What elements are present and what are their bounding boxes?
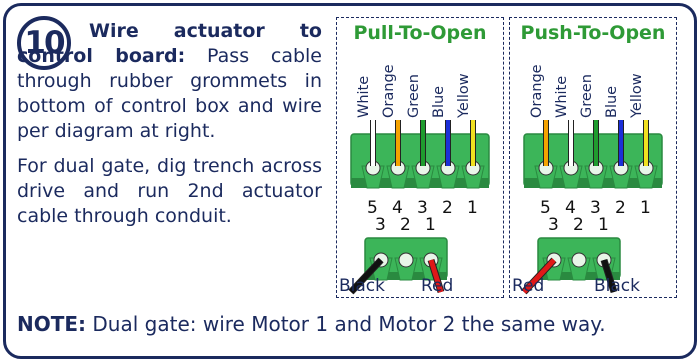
bottom-pin-number: 3 [375,215,386,235]
wire-label: White [356,48,376,118]
step-number-badge: 10 [17,16,71,70]
wire-black [601,259,617,293]
pull-to-open-connector-drawing [348,120,490,295]
top-pin-number: 4 [565,198,576,218]
bottom-wire-label: Black [594,276,640,296]
step-paragraph-2: For dual gate, dig trench across drive a… [17,155,322,227]
terminal-screw [571,252,587,268]
step-body-1: Pass cable through rubber grommets in bo… [17,45,322,142]
wire-red [428,259,444,293]
wire-label: Blue [604,48,624,118]
wire-label-text: Yellow [456,73,472,118]
top-pin-number: 4 [392,198,403,218]
note-text: Dual gate: wire Motor 1 and Motor 2 the … [92,312,606,336]
bottom-pin-number: 1 [598,215,609,235]
wire-label-text: Green [406,74,422,118]
bottom-pin-number: 2 [400,215,411,235]
wire-label: Blue [431,48,451,118]
wire-red [522,258,556,294]
bottom-wire-label: Black [339,276,385,296]
step-paragraph-1: Wire actuator to control board: Pass cab… [17,19,322,144]
bottom-pin-number: 1 [425,215,436,235]
bottom-wire-label: Red [421,276,454,296]
wire-label-text: Green [579,74,595,118]
wire-label: Yellow [456,48,476,118]
wire-label: Green [579,48,599,118]
wire-black [349,258,383,294]
wire-label-text: Yellow [629,73,645,118]
top-pin-number: 5 [540,198,551,218]
wire-label: Orange [529,48,549,118]
top-pin-number: 3 [590,198,601,218]
wire-label-text: Blue [604,85,620,118]
bottom-wire-label: Red [512,276,545,296]
step-text: Wire actuator to control board: Pass cab… [17,19,322,229]
wire-label-text: Blue [431,85,447,118]
pull-to-open-diagram: Pull-To-Open White Orange Green Blue Yellow 5… [336,17,504,298]
wire-label-text: White [554,75,570,118]
wire-label: White [554,48,574,118]
wire-label: Orange [381,48,401,118]
wire-label-text: Orange [381,64,397,118]
top-pin-number: 3 [417,198,428,218]
step-number: 10 [24,25,65,61]
top-pin-number: 5 [367,198,378,218]
wire-label: Yellow [629,48,649,118]
note-label: NOTE: [17,312,87,336]
wire-label-text: White [356,75,372,118]
top-pin-number: 1 [467,198,478,218]
push-to-open-title: Push-To-Open [520,22,666,44]
top-pin-number: 1 [640,198,651,218]
wire-label: Green [406,48,426,118]
note-line: NOTE: Dual gate: wire Motor 1 and Motor … [17,312,606,336]
terminal-screw [398,252,414,268]
bottom-pin-number: 3 [548,215,559,235]
pull-to-open-title: Pull-To-Open [353,22,487,44]
push-to-open-diagram: Push-To-Open Orange White Green Blue Yellow 5… [509,17,677,298]
wire-label-text: Orange [529,64,545,118]
step-heading: Wire actuator to control board: [17,20,322,67]
top-pin-number: 2 [442,198,453,218]
bottom-pin-number: 2 [573,215,584,235]
top-pin-number: 2 [615,198,626,218]
push-to-open-connector-drawing [521,120,663,295]
